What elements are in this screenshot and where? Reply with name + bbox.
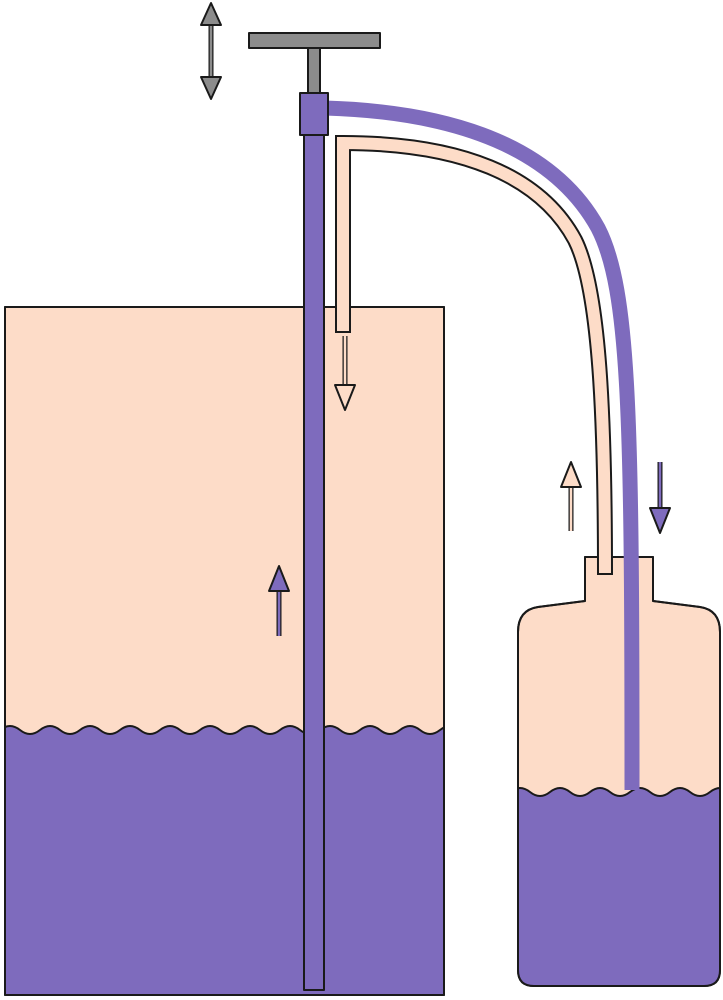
receiving-bottle: [517, 556, 721, 987]
pump-cylinder: [303, 134, 325, 991]
source-tank: [4, 306, 445, 996]
liquid-tube: [324, 100, 640, 791]
pump-handle-stem: [307, 47, 321, 94]
liquid-up-arrow: [268, 565, 290, 636]
tank-liquid: [5, 726, 444, 995]
bottle-liquid: [518, 788, 720, 986]
pump-handle-bar: [248, 32, 381, 49]
bottle-outline: [517, 556, 721, 987]
air-up-arrow: [560, 461, 582, 531]
bottle-liquid-surface: [518, 787, 720, 797]
tank-liquid-surface: [5, 725, 444, 735]
pump-head: [299, 92, 329, 136]
liquid-down-arrow: [649, 462, 671, 534]
tank-outline: [4, 306, 445, 996]
air-down-arrow: [334, 336, 356, 411]
pump: [248, 32, 381, 991]
air-tube: [335, 134, 613, 576]
pump-motion-arrow: [200, 2, 222, 100]
air-tube-fill: [337, 136, 611, 574]
liquid-tube-path: [324, 100, 640, 791]
